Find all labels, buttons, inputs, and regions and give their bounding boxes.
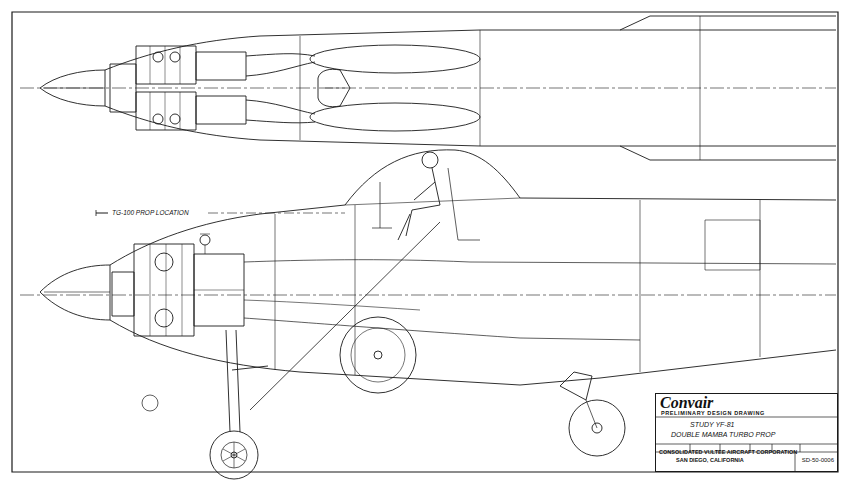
title-block-rules — [655, 417, 838, 472]
prop-location-note: TG-100 PROP LOCATION — [111, 209, 190, 216]
side-view-part — [155, 309, 173, 327]
plan-view-part — [620, 16, 836, 30]
title-block: ConvairPRELIMINARY DESIGN DRAWING STUDY Y… — [655, 393, 838, 472]
plan-view-part — [196, 52, 246, 80]
side-view-part — [40, 265, 110, 320]
plan-view-part — [246, 54, 315, 76]
side-view-part — [374, 351, 382, 359]
plan-view-part — [246, 100, 315, 123]
side-view-part — [226, 330, 268, 432]
side-view-part — [112, 272, 134, 316]
plan-view-part — [105, 30, 836, 70]
side-view-part — [221, 442, 247, 468]
side-view-part — [398, 168, 440, 240]
company-name: CONSOLIDATED VULTEE AIRCRAFT CORPORATION — [659, 449, 797, 455]
plan-view-part — [153, 114, 163, 124]
side-view-part — [134, 244, 194, 336]
side-view-part — [372, 168, 480, 240]
plan-view-part — [170, 52, 180, 62]
plan-view-part — [40, 70, 105, 106]
side-view-part — [244, 300, 420, 310]
plan-view-part — [20, 88, 836, 89]
side-view-part — [560, 372, 592, 400]
study-title: STUDY YF-81 — [690, 421, 734, 429]
side-view-part — [223, 442, 245, 468]
side-view-part — [110, 320, 836, 385]
side-view-part — [155, 253, 173, 271]
plan-view-part — [325, 88, 345, 89]
side-view-part — [422, 152, 438, 168]
plan-view-part — [44, 88, 105, 89]
side-view-part — [96, 210, 97, 216]
plan-view-part — [170, 114, 180, 124]
sheet-type: PRELIMINARY DESIGN DRAWING — [661, 410, 765, 416]
plan-view-part — [196, 96, 246, 124]
side-view-part — [110, 150, 836, 265]
plan-view-part — [310, 45, 480, 73]
side-view-part — [200, 234, 210, 254]
side-view-part — [569, 400, 625, 456]
sheet-frame-part — [12, 12, 838, 472]
side-view-part — [200, 235, 210, 245]
plan-view-part — [300, 16, 700, 160]
plan-view-part — [153, 52, 163, 62]
plan-view-part — [136, 92, 196, 130]
plan-view-part — [620, 146, 836, 160]
company-city: SAN DIEGO, CALIFORNIA — [676, 457, 744, 463]
drawing-number: SD-50-0006 — [802, 457, 834, 464]
side-view-part — [340, 317, 416, 393]
plan-view-part — [105, 106, 836, 146]
side-view-part — [150, 244, 244, 336]
side-view — [20, 150, 836, 479]
side-view-part — [20, 295, 836, 296]
plan-view-part — [136, 46, 196, 84]
side-view-part — [142, 395, 158, 411]
side-view-part — [210, 431, 258, 479]
side-view-part — [705, 220, 760, 270]
side-view-part — [44, 292, 110, 293]
plan-view — [20, 16, 836, 160]
side-view-part — [244, 260, 836, 264]
side-view-part — [351, 328, 405, 382]
side-view-part — [586, 400, 597, 428]
side-view-part — [244, 318, 640, 340]
side-view-part — [250, 222, 440, 410]
sheet-frame — [12, 12, 838, 472]
side-view-part — [345, 198, 520, 205]
plan-view-part — [318, 69, 350, 106]
title-block-rules-part — [655, 417, 838, 452]
company-logo: Convair — [660, 394, 713, 412]
plan-view-part — [150, 46, 180, 130]
side-view-part — [96, 213, 108, 214]
plan-view-part — [310, 103, 480, 131]
plan-view-part — [110, 64, 136, 112]
engine-title: DOUBLE MAMBA TURBO PROP — [671, 431, 775, 439]
side-view-part — [275, 200, 760, 375]
